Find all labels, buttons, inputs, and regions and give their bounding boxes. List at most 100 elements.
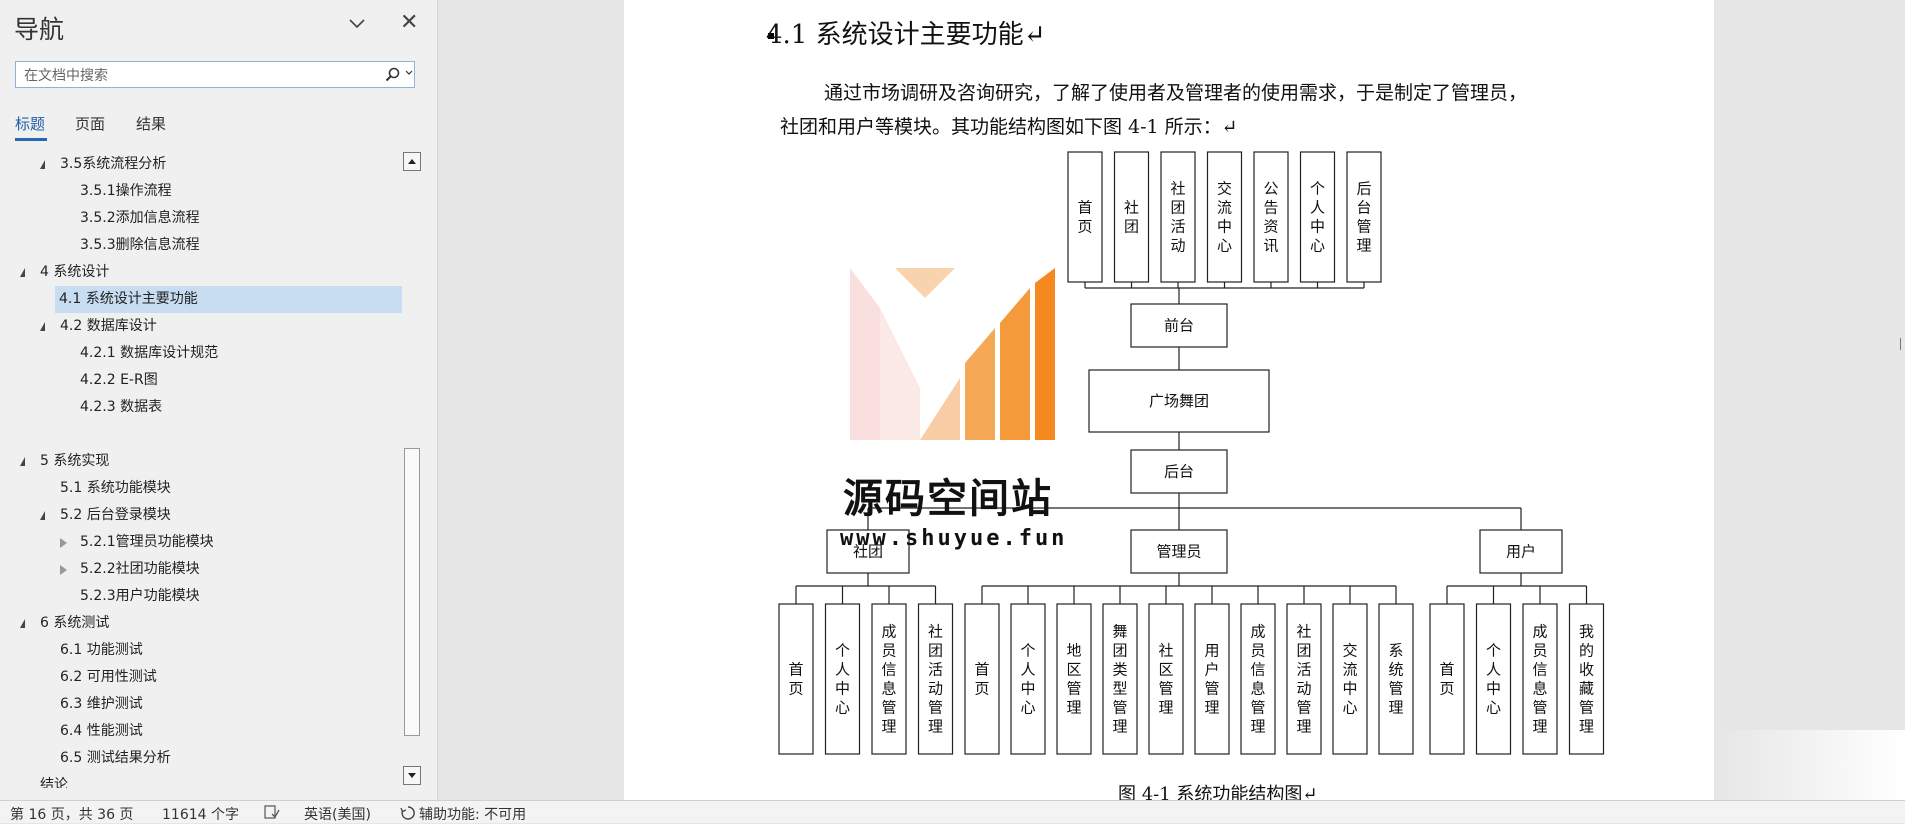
diagram-box-char: 管 [1532,699,1547,717]
expanded-triangle-icon[interactable] [40,322,45,331]
active-tab-underline [15,138,47,141]
diagram-box-char: 我 [1579,623,1594,641]
diagram-box-char: 的 [1579,642,1594,660]
status-bar: 第 16 页，共 36 页 11614 个字 英语(美国) 辅助功能: 不可用 [0,800,1905,823]
search-icon[interactable] [384,66,402,84]
nav-tree-item[interactable]: 5.2 后台登录模块 [0,502,402,529]
diagram-box-char: 流 [1217,199,1232,217]
watermark-title: 源码空间站 [843,476,1053,522]
search-box[interactable] [15,61,415,88]
nav-tree-item[interactable]: 5.2.1管理员功能模块 [0,529,402,556]
diagram-box-char: 理 [1356,237,1371,255]
diagram-box-char: 藏 [1579,680,1594,698]
diagram-box-char: 团 [928,642,943,660]
diagram-box [1160,151,1196,283]
close-icon[interactable]: ✕ [400,10,419,35]
nav-tree-item[interactable]: 5.1 系统功能模块 [0,475,402,502]
nav-tree-item[interactable]: 6.3 维护测试 [0,691,402,718]
diagram-box-char: 理 [1158,699,1173,717]
nav-tree-item[interactable]: 5.2.3用户功能模块 [0,583,402,610]
diagram-box [1067,151,1103,283]
diagram-box-char: 社 [1124,199,1139,217]
nav-tree-item[interactable]: 5 系统实现 [0,448,402,475]
scroll-up-button[interactable] [403,152,421,171]
nav-tree-item[interactable]: 3.5系统流程分析 [0,151,402,178]
body-paragraph-line-1: 通过市场调研及咨询研究，了解了使用者及管理者的使用需求，于是制定了管理员， [824,82,1528,104]
diagram-box [1378,603,1414,755]
nav-tree-item[interactable]: 4 系统设计 [0,259,402,286]
nav-tree-item[interactable]: 结论 [0,772,402,788]
nav-tree-item[interactable]: 6 系统测试 [0,610,402,637]
nav-tree-item[interactable] [0,421,402,448]
nav-tree-item[interactable]: 3.5.3删除信息流程 [0,232,402,259]
expanded-triangle-icon[interactable] [40,511,45,520]
scroll-position-marker [1900,338,1905,350]
watermark-logo-icon [850,268,1055,440]
function-structure-diagram: 首页社团社团活动交流中心公告资讯个人中心后台管理前台广场舞团后台社团管理员用户首… [778,151,1605,755]
diagram-box [917,603,954,755]
nav-tree-item-label: 5.2 后台登录模块 [60,507,171,523]
nav-scrollbar[interactable] [403,152,421,785]
nav-tree-item-label: 3.5.3删除信息流程 [80,237,200,253]
nav-tree-item-label: 4.2.3 数据表 [80,399,163,415]
diagram-box-char: 活 [1296,661,1311,679]
proofing-icon[interactable] [264,805,280,819]
diagram-box-char: 中 [835,680,850,698]
collapsed-triangle-icon[interactable] [60,565,67,575]
scroll-down-button[interactable] [403,766,421,785]
expanded-triangle-icon[interactable] [20,457,25,466]
dropdown-arrow-icon[interactable] [404,68,414,78]
word-count[interactable]: 11614 个字 [162,807,239,823]
nav-tree-item[interactable]: 4.2.1 数据库设计规范 [0,340,402,367]
diagram-box [778,603,814,755]
diagram-box-char: 区 [1158,661,1173,679]
diagram-box [824,603,861,755]
diagram-box-label: 后台 [1164,463,1194,481]
diagram-box-char: 管 [1158,680,1173,698]
nav-tree-item[interactable]: 4.2.2 E-R图 [0,367,402,394]
accessibility-status[interactable]: 辅助功能: 不可用 [419,807,527,823]
nav-tree-item[interactable]: 6.5 测试结果分析 [0,745,402,772]
nav-tree-item-label: 4.2.1 数据库设计规范 [80,345,219,361]
tab-headings[interactable]: 标题 [15,115,46,133]
chevron-down-icon[interactable] [347,14,367,34]
search-input[interactable] [22,65,376,86]
nav-tree-item-label: 5.2.1管理员功能模块 [80,534,214,550]
nav-tree-item[interactable]: 4.1 系统设计主要功能 [55,286,402,313]
diagram-box-char: 理 [928,718,943,736]
diagram-box-char: 中 [1486,680,1501,698]
expanded-triangle-icon[interactable] [20,619,25,628]
expanded-triangle-icon[interactable] [20,268,25,277]
nav-tree-item[interactable]: 4.2 数据库设计 [0,313,402,340]
diagram-box-char: 流 [1342,661,1357,679]
tab-results[interactable]: 结果 [136,115,167,133]
diagram-box-char: 息 [881,680,896,698]
diagram-box-char: 管 [1296,699,1311,717]
nav-tree-item[interactable]: 6.4 性能测试 [0,718,402,745]
collapsed-triangle-icon[interactable] [60,538,67,548]
nav-tree-item-label: 4.2.2 E-R图 [80,372,158,388]
diagram-box [1113,151,1150,283]
diagram-box-char: 收 [1579,661,1594,679]
nav-tree-item[interactable]: 5.2.2社团功能模块 [0,556,402,583]
tab-pages[interactable]: 页面 [75,115,106,133]
diagram-box-char: 动 [1170,237,1185,255]
diagram-box-char: 活 [1170,218,1185,236]
accessibility-icon[interactable] [400,805,416,820]
page-count[interactable]: 第 16 页，共 36 页 [10,807,134,823]
nav-tree-item[interactable]: 6.2 可用性测试 [0,664,402,691]
language-indicator[interactable]: 英语(美国) [304,807,371,823]
nav-tree-item-label: 5.2.2社团功能模块 [80,561,200,577]
diagram-box-char: 户 [1204,661,1219,679]
nav-tree-item[interactable]: 4.2.3 数据表 [0,394,402,421]
diagram-box-char: 信 [1532,661,1547,679]
nav-tree-item-label: 3.5.1操作流程 [80,183,172,199]
nav-tree-item[interactable]: 3.5.1操作流程 [0,178,402,205]
scroll-thumb[interactable] [404,448,420,736]
diagram-box-char: 首 [974,661,989,679]
expanded-triangle-icon[interactable] [40,160,45,169]
nav-tree-item[interactable]: 3.5.2添加信息流程 [0,205,402,232]
diagram-box-char: 系 [1388,642,1403,660]
diagram-box-char: 型 [1112,680,1127,698]
nav-tree-item[interactable]: 6.1 功能测试 [0,637,402,664]
